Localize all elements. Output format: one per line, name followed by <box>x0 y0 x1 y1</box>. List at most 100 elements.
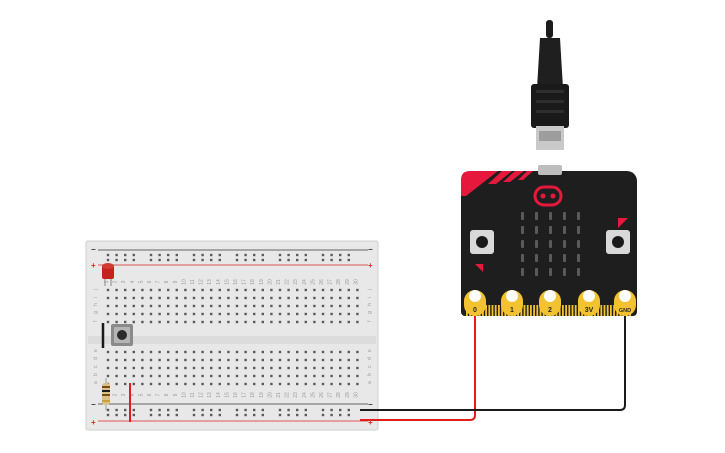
tie-point-hole[interactable] <box>175 374 178 378</box>
rail-hole[interactable] <box>296 258 299 262</box>
tie-point-hole[interactable] <box>287 312 290 316</box>
tie-point-hole[interactable] <box>287 350 290 354</box>
rail-hole[interactable] <box>235 253 239 257</box>
tie-point-hole[interactable] <box>270 296 273 300</box>
tie-point-hole[interactable] <box>278 320 282 324</box>
tie-point-hole[interactable] <box>210 288 213 292</box>
tie-point-hole[interactable] <box>210 312 213 316</box>
rail-hole[interactable] <box>330 258 333 262</box>
tie-point-hole[interactable] <box>261 366 264 370</box>
tie-point-hole[interactable] <box>330 366 333 370</box>
tie-point-hole[interactable] <box>158 320 161 324</box>
rail-hole[interactable] <box>132 253 135 257</box>
wire-gnd[interactable] <box>360 300 626 411</box>
tie-point-hole[interactable] <box>330 350 333 354</box>
rail-hole[interactable] <box>330 408 333 412</box>
tie-point-hole[interactable] <box>278 366 282 370</box>
tie-point-hole[interactable] <box>201 304 204 308</box>
tie-point-hole[interactable] <box>347 320 350 324</box>
tie-point-hole[interactable] <box>330 374 333 378</box>
tie-point-hole[interactable] <box>321 358 325 362</box>
tie-point-hole[interactable] <box>184 350 187 354</box>
tie-point-hole[interactable] <box>175 358 178 362</box>
tie-point-hole[interactable] <box>253 374 256 378</box>
tie-point-hole[interactable] <box>106 288 110 292</box>
tie-point-hole[interactable] <box>270 350 273 354</box>
rail-hole[interactable] <box>192 413 196 417</box>
tie-point-hole[interactable] <box>244 288 247 292</box>
tie-point-hole[interactable] <box>356 312 359 316</box>
rail-hole[interactable] <box>253 408 256 412</box>
rail-hole[interactable] <box>253 258 256 262</box>
tie-point-hole[interactable] <box>192 296 196 300</box>
tie-point-hole[interactable] <box>218 312 221 316</box>
tie-point-hole[interactable] <box>132 374 135 378</box>
tie-point-hole[interactable] <box>261 374 264 378</box>
tie-point-hole[interactable] <box>192 288 196 292</box>
rail-hole[interactable] <box>339 408 342 412</box>
rail-hole[interactable] <box>304 258 307 262</box>
tie-point-hole[interactable] <box>141 288 144 292</box>
rail-hole[interactable] <box>244 413 247 417</box>
tie-point-hole[interactable] <box>141 320 144 324</box>
tie-point-hole[interactable] <box>330 358 333 362</box>
tie-point-hole[interactable] <box>261 382 264 386</box>
tie-point-hole[interactable] <box>175 366 178 370</box>
tie-point-hole[interactable] <box>296 358 299 362</box>
button-b[interactable] <box>606 230 630 254</box>
tie-point-hole[interactable] <box>270 374 273 378</box>
tie-point-hole[interactable] <box>201 358 204 362</box>
tie-point-hole[interactable] <box>304 382 307 386</box>
tie-point-hole[interactable] <box>313 366 316 370</box>
tie-point-hole[interactable] <box>244 374 247 378</box>
rail-hole[interactable] <box>158 258 161 262</box>
tie-point-hole[interactable] <box>313 288 316 292</box>
tie-point-hole[interactable] <box>278 358 282 362</box>
rail-hole[interactable] <box>149 253 153 257</box>
tie-point-hole[interactable] <box>132 320 135 324</box>
tie-point-hole[interactable] <box>115 288 118 292</box>
rail-hole[interactable] <box>210 253 213 257</box>
tie-point-hole[interactable] <box>356 374 359 378</box>
tie-point-hole[interactable] <box>356 304 359 308</box>
tie-point-hole[interactable] <box>304 320 307 324</box>
tie-point-hole[interactable] <box>227 320 230 324</box>
tie-point-hole[interactable] <box>184 296 187 300</box>
tie-point-hole[interactable] <box>253 296 256 300</box>
tie-point-hole[interactable] <box>339 358 342 362</box>
tie-point-hole[interactable] <box>192 312 196 316</box>
tie-point-hole[interactable] <box>141 350 144 354</box>
rail-hole[interactable] <box>278 253 282 257</box>
tie-point-hole[interactable] <box>167 296 170 300</box>
rail-hole[interactable] <box>287 258 290 262</box>
rail-hole[interactable] <box>296 408 299 412</box>
tie-point-hole[interactable] <box>296 288 299 292</box>
rail-hole[interactable] <box>235 408 239 412</box>
rail-hole[interactable] <box>167 413 170 417</box>
tie-point-hole[interactable] <box>235 350 239 354</box>
tie-point-hole[interactable] <box>158 366 161 370</box>
rail-hole[interactable] <box>124 253 127 257</box>
tie-point-hole[interactable] <box>132 312 135 316</box>
tie-point-hole[interactable] <box>347 312 350 316</box>
tie-point-hole[interactable] <box>115 374 118 378</box>
rail-hole[interactable] <box>321 258 325 262</box>
tie-point-hole[interactable] <box>356 288 359 292</box>
tie-point-hole[interactable] <box>141 312 144 316</box>
tie-point-hole[interactable] <box>218 296 221 300</box>
rail-hole[interactable] <box>210 413 213 417</box>
tie-point-hole[interactable] <box>124 304 127 308</box>
tie-point-hole[interactable] <box>184 312 187 316</box>
tie-point-hole[interactable] <box>132 358 135 362</box>
tie-point-hole[interactable] <box>356 382 359 386</box>
rail-hole[interactable] <box>201 253 204 257</box>
tie-point-hole[interactable] <box>235 358 239 362</box>
rail-hole[interactable] <box>339 413 342 417</box>
tie-point-hole[interactable] <box>356 350 359 354</box>
tie-point-hole[interactable] <box>167 320 170 324</box>
tie-point-hole[interactable] <box>235 366 239 370</box>
tie-point-hole[interactable] <box>313 374 316 378</box>
rail-hole[interactable] <box>235 413 239 417</box>
tie-point-hole[interactable] <box>192 358 196 362</box>
usb-cable[interactable] <box>531 20 569 150</box>
